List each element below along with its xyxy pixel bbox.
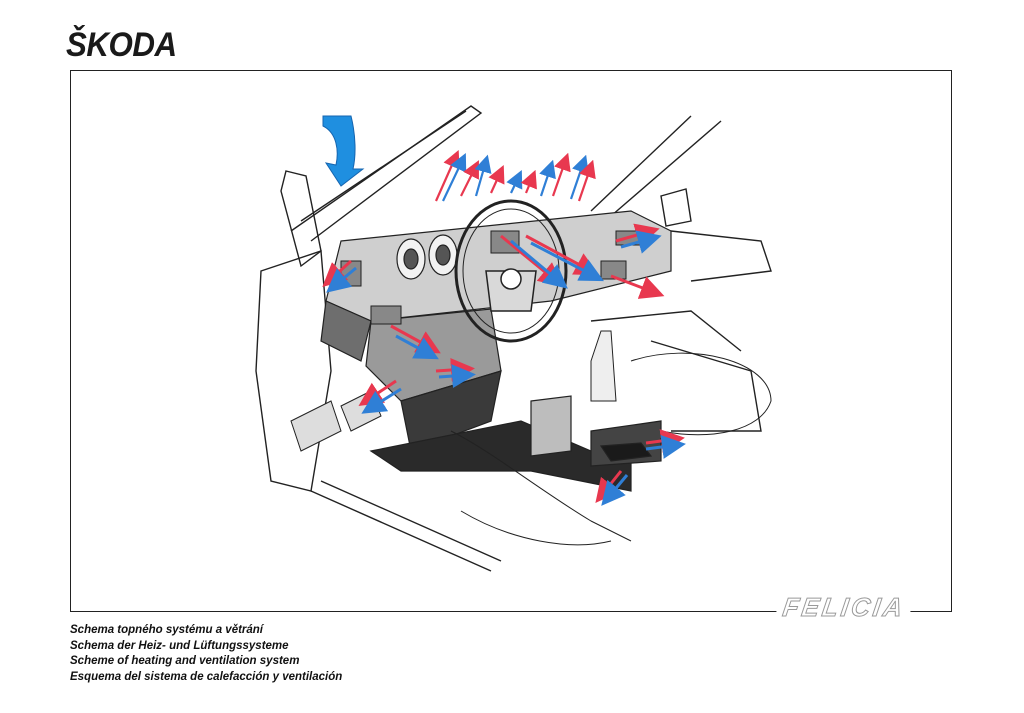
caption-block: Schema topného systému a větrání Schema … bbox=[70, 623, 342, 685]
instrument-cluster bbox=[396, 234, 458, 280]
brand-logo: ŠKODA bbox=[66, 26, 177, 64]
footwell-airflow-arrows bbox=[358, 324, 686, 506]
car-body-outline bbox=[255, 105, 772, 572]
caption-english: Scheme of heating and ventilation system bbox=[70, 655, 300, 667]
dashboard-airflow-arrows bbox=[322, 223, 665, 299]
illustration-frame: FELICIA bbox=[70, 70, 952, 623]
caption-czech: Schema topného systému a větrání bbox=[70, 624, 264, 636]
heating-ventilation-diagram bbox=[255, 105, 772, 572]
caption-spanish: Esquema del sistema de calefacción y ven… bbox=[70, 670, 343, 683]
caption-german: Schema der Heiz- und Lüftungssysteme bbox=[70, 639, 289, 652]
fresh-air-intake-arrow bbox=[322, 115, 365, 187]
model-name: FELICIA bbox=[774, 592, 914, 623]
steering-wheel bbox=[454, 199, 568, 343]
defrost-airflow-arrows bbox=[434, 149, 596, 202]
